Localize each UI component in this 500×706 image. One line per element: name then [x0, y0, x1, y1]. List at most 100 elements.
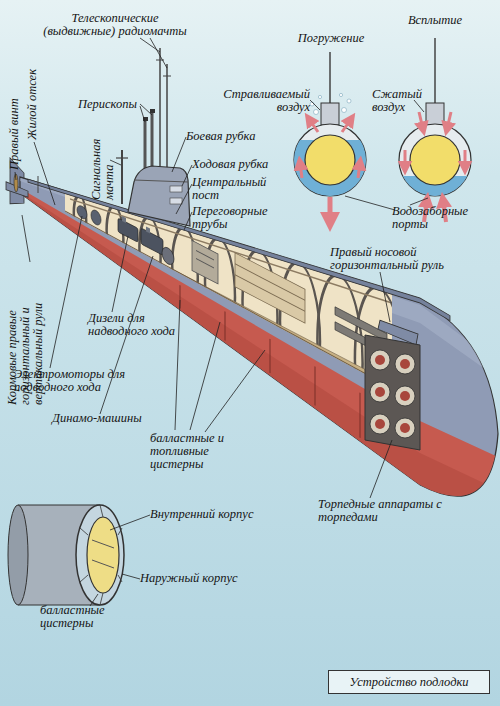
part-label: Погружение	[295, 32, 367, 45]
part-label: Внутренний корпус	[150, 508, 290, 521]
hull-section	[100, 505, 103, 517]
air-bubble	[347, 99, 351, 103]
diving-inset	[329, 52, 331, 103]
part-label: Перископы	[78, 98, 148, 111]
hull-section	[118, 528, 122, 535]
leader-line	[50, 216, 82, 368]
diving-inset	[294, 124, 366, 196]
leader-line	[122, 574, 140, 579]
diesel-engine	[141, 228, 163, 255]
part-label: Всплытие	[400, 14, 470, 27]
control-room	[196, 259, 214, 268]
caption-text: Устройство подлодки	[349, 675, 468, 690]
leader-line	[380, 272, 390, 322]
air-bubble	[342, 108, 347, 113]
torpedo-tubes	[375, 419, 385, 429]
deck-floor	[65, 211, 392, 388]
surfacing-inset	[426, 103, 444, 125]
leader-line	[110, 160, 121, 165]
flag-staff	[38, 176, 39, 193]
air-bubble	[314, 110, 319, 115]
conning-tower	[128, 166, 190, 226]
torpedo-tubes	[370, 350, 390, 370]
diving-inset	[294, 52, 366, 222]
tank-partition	[359, 393, 360, 438]
ballast-tank	[170, 268, 390, 394]
conning-tower	[134, 180, 188, 182]
control-room	[196, 251, 214, 260]
crew-bunk	[235, 264, 305, 300]
leader-line	[370, 440, 392, 498]
torpedo-tubes	[370, 414, 390, 434]
part-label: Телескопические (выдвижные) радиомачты	[40, 12, 190, 38]
surfacing-inset	[434, 38, 436, 103]
part-label: Динамо-машины	[52, 412, 152, 425]
hull-section	[92, 540, 114, 548]
propeller	[14, 173, 18, 193]
leader-line	[310, 100, 320, 110]
diving-inset	[321, 103, 339, 125]
part-label: Центральный пост	[192, 176, 282, 202]
part-label: Правый носовой горизонтальный руль	[330, 246, 480, 272]
flow-arrow	[309, 119, 318, 132]
electric-motor	[91, 208, 101, 227]
part-label: Переговорные трубы	[192, 205, 282, 231]
crew-bunk	[235, 275, 305, 311]
hull-paint	[15, 94, 500, 565]
part-label: Водозаборные порты	[392, 205, 482, 231]
part-label: Сигнальная мачта	[90, 138, 116, 200]
dynamo	[162, 245, 174, 267]
part-label: Боевая рубка	[186, 130, 296, 143]
torpedo-tubes	[375, 355, 385, 365]
leader-line	[140, 104, 152, 115]
leader-line	[190, 322, 220, 430]
leader-line	[34, 142, 55, 205]
caption-box: Устройство подлодки	[328, 670, 490, 694]
diving-inset	[294, 140, 366, 196]
periscope	[150, 109, 155, 113]
leader-line	[184, 212, 192, 230]
diesel-engine	[146, 227, 150, 234]
flow-arrow	[447, 112, 451, 129]
flow-arrow	[300, 163, 302, 178]
torpedo-tubes	[370, 350, 415, 438]
flow-arrow	[358, 163, 360, 178]
hull-section	[92, 560, 114, 568]
surfacing-inset	[399, 38, 471, 222]
torpedo-tubes	[395, 418, 415, 438]
torpedo-tubes	[395, 354, 415, 374]
flow-arrow	[404, 150, 407, 168]
air-bubble	[318, 95, 321, 98]
leader-line	[172, 137, 186, 172]
flow-arrow	[342, 119, 351, 132]
tank-partition	[269, 339, 270, 373]
air-bubble	[339, 93, 342, 96]
part-label: балластные и топливные цистерны	[150, 432, 225, 471]
part-label: Наружный корпус	[140, 572, 280, 585]
leader-line	[182, 165, 192, 186]
bridge-window	[170, 186, 182, 192]
radio-mast	[159, 48, 161, 170]
leader-line	[110, 515, 150, 530]
leader-line	[410, 198, 428, 205]
signal-mast	[116, 157, 128, 158]
tank-partition	[314, 366, 315, 405]
conning-tower	[38, 48, 190, 226]
leader-line	[15, 172, 16, 180]
leader-line	[150, 38, 167, 68]
flow-arrow	[300, 119, 360, 222]
part-label: Сжатый воздух	[372, 88, 422, 114]
torpedo-tubes	[365, 335, 420, 450]
part-label: Дизели для надводного хода	[88, 312, 178, 338]
hull-section	[8, 505, 124, 605]
radio-mast	[166, 64, 168, 170]
hull-section	[18, 505, 100, 506]
torpedo-tubes	[375, 355, 410, 433]
part-label: Ходовая рубка	[192, 158, 302, 171]
leader-line	[176, 184, 192, 214]
periscope	[144, 120, 147, 170]
flow-arrow	[464, 150, 467, 168]
leader-line	[112, 236, 128, 312]
